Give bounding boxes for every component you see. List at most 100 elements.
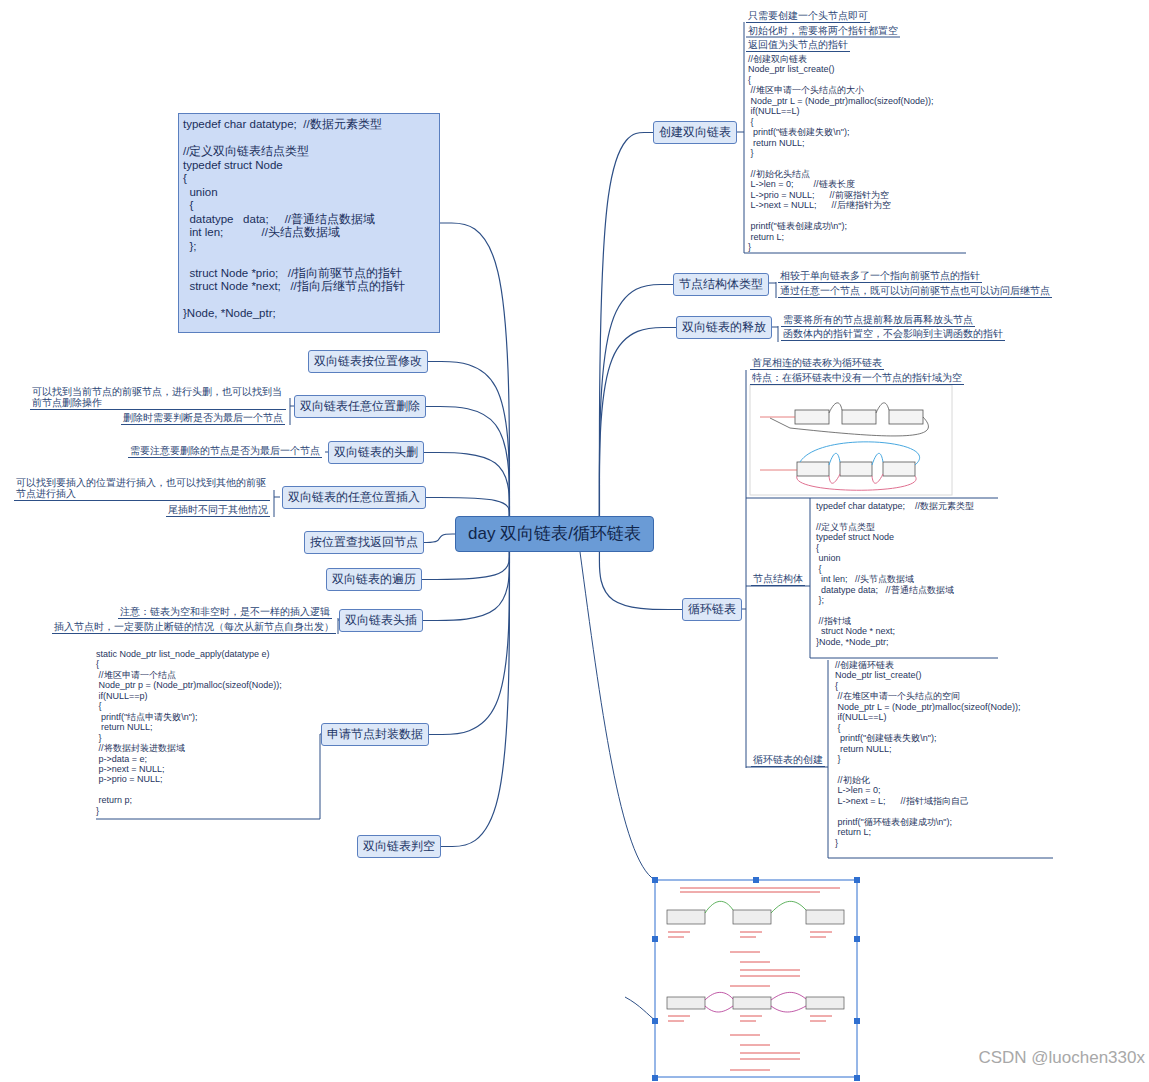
code-line: Node_ptr L = (Node_ptr)malloc(sizeof(Nod…	[835, 702, 1021, 713]
underline	[128, 457, 322, 458]
code-line: struct Node * next;	[816, 626, 895, 637]
note: 注意：链表为空和非空时，是不一样的插入逻辑	[120, 606, 330, 617]
code-line: return NULL;	[96, 722, 153, 733]
topic-box: 双向链表的遍历	[326, 568, 422, 591]
underline	[746, 22, 870, 23]
node-label: 创建双向链表	[659, 125, 731, 140]
topic-box: 双向链表的释放	[676, 316, 772, 339]
code-line: L->len = 0; //链表长度	[748, 179, 855, 190]
branch-line	[426, 498, 509, 517]
node-label: 循环链表	[688, 602, 736, 617]
underline	[778, 282, 982, 283]
note: 可以找到当前节点的前驱节点，进行头删，也可以找到当前节点删除操作	[32, 386, 284, 408]
code-line: //创建循环链表	[835, 660, 894, 671]
sub-topic: 循环链表的创建	[753, 754, 823, 765]
node-label: 双向链表的遍历	[332, 572, 416, 587]
circular-list-illustration	[750, 385, 952, 495]
branch-line	[424, 534, 455, 543]
central-topic: day 双向链表/循环链表	[455, 516, 654, 552]
code-line: };	[183, 240, 431, 254]
code-line: printf("结点申请失败\n");	[96, 712, 197, 723]
code-line: }	[835, 838, 838, 849]
branch-line	[428, 362, 509, 517]
code-line: //定义双向链表结点类型	[183, 145, 431, 159]
underline	[750, 384, 964, 385]
underline	[30, 409, 286, 410]
note: 首尾相连的链表称为循环链表	[752, 357, 882, 368]
code-line: static Node_ptr list_node_apply(datatype…	[96, 649, 270, 660]
code-line: struct Node *next; //指向后继节点的指针	[183, 280, 431, 294]
code-line: //将数据封装进数据域	[96, 743, 185, 754]
code-line: {	[96, 701, 102, 712]
topic-box: 双向链表头插	[339, 609, 423, 632]
note: 函数体内的指针置空，不会影响到主调函数的指针	[783, 328, 1003, 339]
code-line: Node_ptr p = (Node_ptr)malloc(sizeof(Nod…	[96, 680, 282, 691]
code-line: union	[183, 186, 431, 200]
code-line: L->next = L; //指针域指向自己	[835, 796, 969, 807]
code-line: //初始化	[835, 775, 870, 786]
code-line: };	[816, 595, 824, 606]
note: 初始化时，需要将两个指针都置空	[748, 25, 898, 36]
code-line: //堆区申请一个头结点的大小	[748, 85, 864, 96]
code-line: {	[183, 199, 431, 213]
code-line: }	[96, 733, 102, 744]
code-line: p->prio = NULL;	[96, 774, 163, 785]
code-line: Node_ptr L = (Node_ptr)malloc(sizeof(Nod…	[748, 96, 934, 107]
code-line: p->data = e;	[96, 754, 147, 765]
branch-line	[422, 552, 509, 580]
underline	[121, 424, 285, 425]
topic-box: 节点结构体类型	[673, 273, 769, 296]
branch-line	[599, 285, 673, 517]
note: 删除时需要判断是否为最后一个节点	[123, 412, 283, 423]
code-line: datatype data; //普通结点数据域	[816, 585, 954, 596]
code-line: typedef char datatype; //数据元素类型	[816, 501, 974, 512]
code-line: //在堆区申请一个头结点的空间	[835, 691, 960, 702]
code-line: int len; //头节点数据域	[816, 574, 914, 585]
code-line: }	[748, 242, 751, 253]
note: 返回值为头节点的指针	[748, 39, 848, 50]
note: 只需要创建一个头节点即可	[748, 10, 868, 21]
node-label: 双向链表判空	[363, 839, 435, 854]
node-label: 双向链表的任意位置插入	[288, 490, 420, 505]
code-line: {	[835, 723, 841, 734]
topic-box: 双向链表任意位置删除	[294, 395, 426, 418]
topic-box: 双向链表判空	[357, 835, 441, 858]
topic-box: 按位置查找返回节点	[304, 531, 424, 554]
code-line: typedef char datatype; //数据元素类型	[183, 118, 431, 132]
code-line: {	[748, 117, 754, 128]
code-line: return p;	[96, 795, 132, 806]
underline	[746, 51, 850, 52]
branch-line	[423, 552, 509, 621]
node-label: day 双向链表/循环链表	[468, 521, 641, 547]
branch-line	[429, 552, 509, 735]
code-line: L->prio = NULL; //前驱指针为空	[748, 190, 889, 201]
code-line: typedef struct Node	[183, 159, 431, 173]
branch-line	[424, 453, 509, 517]
code-line: if(NULL==p)	[96, 691, 148, 702]
sub-topic: 节点结构体	[753, 573, 803, 584]
code-line: if(NULL==L)	[835, 712, 887, 723]
code-line: printf("链表创建失败\n");	[748, 127, 849, 138]
code-line: }	[748, 148, 754, 159]
code-line: Node_ptr list_create()	[835, 670, 922, 681]
code-line: }Node, *Node_ptr;	[183, 307, 431, 321]
code-line: //初始化头结点	[748, 169, 810, 180]
code-line: {	[183, 172, 431, 186]
note: 需要注意要删除的节点是否为最后一个节点	[130, 445, 320, 456]
branch-line	[599, 552, 682, 610]
code-line: union	[816, 553, 841, 564]
code-line: if(NULL==L)	[748, 106, 800, 117]
code-line: }	[96, 806, 99, 817]
code-line: int len; //头结点数据域	[183, 226, 431, 240]
underline	[781, 326, 975, 327]
node-label: 双向链表的头删	[334, 445, 418, 460]
code-line: L->next = NULL; //后继指针为空	[748, 200, 891, 211]
underline	[118, 618, 332, 619]
code-line: return L;	[835, 827, 871, 838]
underline	[751, 766, 825, 767]
topic-box: 双向链表的任意位置插入	[282, 486, 426, 509]
underline	[778, 297, 1052, 298]
underline	[14, 500, 270, 501]
underline	[751, 585, 805, 586]
node-label: 双向链表头插	[345, 613, 417, 628]
